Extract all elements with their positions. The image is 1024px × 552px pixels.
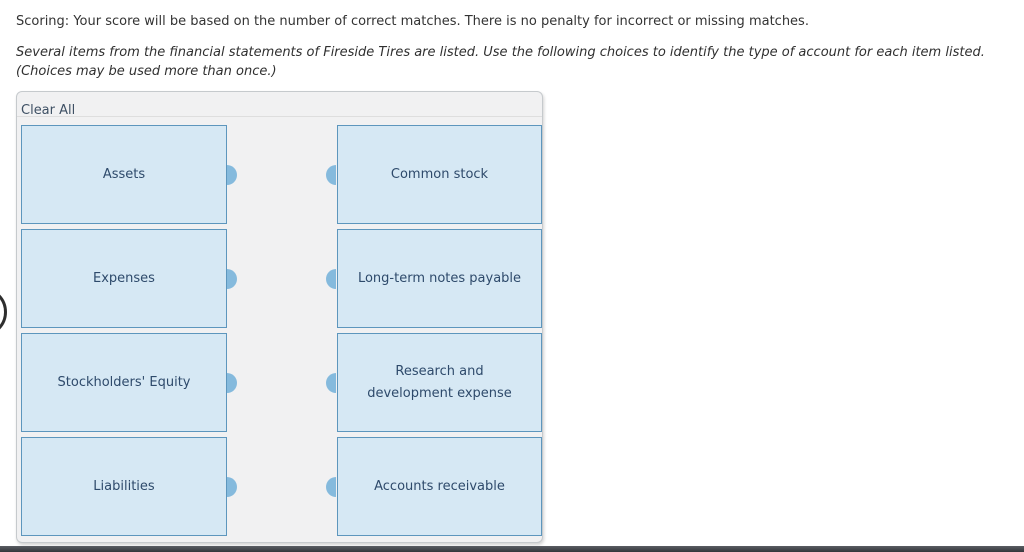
scoring-text: Scoring: Your score will be based on the… bbox=[16, 14, 809, 29]
matching-panel: Clear All Assets Common stock Expenses L… bbox=[16, 91, 543, 543]
item-card-accounts-receivable[interactable]: Accounts receivable bbox=[326, 437, 542, 536]
choice-card-label: Liabilities bbox=[93, 478, 155, 494]
item-card-label: Accounts receivable bbox=[374, 478, 505, 494]
item-card-label: Research and development expense bbox=[367, 363, 512, 401]
choice-card-expenses[interactable]: Expenses bbox=[21, 229, 237, 328]
connector-icon[interactable] bbox=[326, 476, 336, 497]
connector-icon[interactable] bbox=[227, 476, 237, 497]
bottom-bar bbox=[0, 546, 1024, 552]
item-card-label: Common stock bbox=[390, 166, 489, 182]
match-row: Assets Common stock bbox=[17, 125, 542, 224]
clear-all-button[interactable]: Clear All bbox=[21, 103, 76, 118]
connector-icon[interactable] bbox=[326, 372, 336, 393]
connector-icon[interactable] bbox=[326, 164, 336, 185]
item-card-long-term-notes-payable[interactable]: Long-term notes payable bbox=[326, 229, 542, 328]
choice-card-label: Assets bbox=[102, 166, 146, 182]
partial-circle-decoration bbox=[0, 287, 7, 337]
choice-card-label: Stockholders' Equity bbox=[57, 374, 191, 390]
match-row: Liabilities Accounts receivable bbox=[17, 437, 542, 536]
matching-board: Assets Common stock Expenses Long-term n… bbox=[17, 125, 542, 536]
item-card-research-and-development-expense[interactable]: Research and development expense bbox=[326, 333, 542, 432]
choice-card-liabilities[interactable]: Liabilities bbox=[21, 437, 237, 536]
choice-card-label: Expenses bbox=[93, 270, 155, 286]
connector-icon[interactable] bbox=[227, 268, 237, 289]
item-card-common-stock[interactable]: Common stock bbox=[326, 125, 542, 224]
match-row: Expenses Long-term notes payable bbox=[17, 229, 542, 328]
connector-icon[interactable] bbox=[227, 164, 237, 185]
panel-header: Clear All bbox=[17, 92, 542, 118]
connector-icon[interactable] bbox=[326, 268, 336, 289]
prompt-text: Several items from the financial stateme… bbox=[16, 45, 985, 79]
connector-icon[interactable] bbox=[227, 372, 237, 393]
match-row: Stockholders' Equity Research and develo… bbox=[17, 333, 542, 432]
choice-card-assets[interactable]: Assets bbox=[21, 125, 237, 224]
item-card-label: Long-term notes payable bbox=[357, 270, 522, 286]
instructions-block: Scoring: Your score will be based on the… bbox=[16, 12, 1018, 81]
choice-card-stockholders-equity[interactable]: Stockholders' Equity bbox=[21, 333, 237, 432]
